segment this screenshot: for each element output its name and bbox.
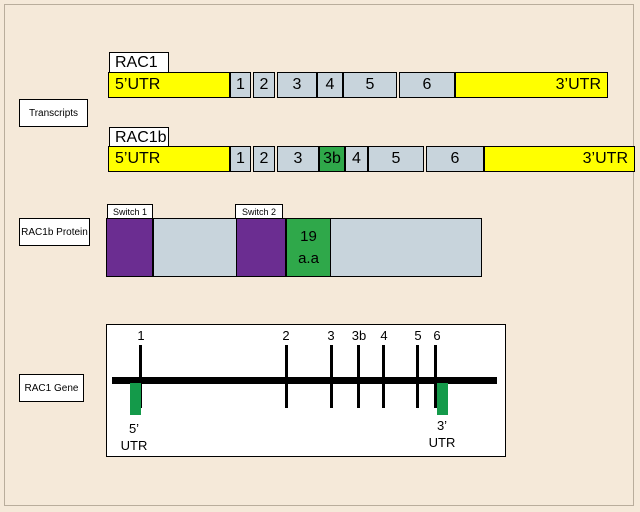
rac1b-exon: 4	[345, 146, 368, 172]
gene-exon-label: 3b	[351, 328, 367, 343]
gene-utr5-line1: 5’	[128, 421, 140, 436]
protein-region	[153, 218, 237, 277]
rac1-exon: 2	[253, 72, 275, 98]
gene-utr5-block	[130, 383, 141, 415]
rac1-title: RAC1	[109, 52, 169, 72]
gene-utr3-label: 3’ UTR	[422, 417, 462, 451]
diagram-frame	[4, 4, 634, 506]
exon-tick	[330, 345, 333, 408]
rac1b-exon: 3	[277, 146, 319, 172]
switch2-region	[236, 218, 286, 277]
switch1-region	[106, 218, 153, 277]
exon-tick	[382, 345, 385, 408]
rac1b-exon: 2	[253, 146, 275, 172]
rac1b-protein: 19 a.a	[106, 218, 482, 277]
insert-line1: 19	[300, 227, 317, 245]
gene-exon-label: 2	[282, 328, 290, 343]
rac1b-title: RAC1b	[109, 127, 169, 147]
gene-exon-label: 3	[327, 328, 335, 343]
gene-utr3-block	[437, 383, 448, 415]
gene-utr5-line2: UTR	[120, 438, 148, 453]
rac1b-utr5: 5’UTR	[108, 146, 230, 172]
rac1b-exon: 5	[368, 146, 424, 172]
gene-line	[112, 377, 497, 384]
gene-exon-label: 5	[414, 328, 422, 343]
rac1-transcript: 5’UTR 1 2 3 4 5 6 3’UTR	[108, 72, 608, 98]
protein-label: RAC1b Protein	[19, 218, 90, 246]
rac1-exon: 5	[343, 72, 397, 98]
gene-label: RAC1 Gene	[19, 374, 84, 402]
gene-utr5-label: 5’ UTR	[114, 420, 154, 454]
insert-line2: a.a	[298, 249, 319, 267]
gene-exon-label: 6	[433, 328, 441, 343]
gene-utr3-line1: 3’	[436, 418, 448, 433]
gene-utr3-line2: UTR	[428, 435, 456, 450]
rac1-exon: 4	[317, 72, 343, 98]
switch1-label: Switch 1	[107, 204, 153, 219]
rac1-exon: 3	[277, 72, 317, 98]
rac1b-transcript: 5’UTR 1 2 3 3b 4 5 6 3’UTR	[108, 146, 635, 172]
rac1-utr3: 3’UTR	[455, 72, 608, 98]
exon-tick	[139, 345, 142, 408]
rac1b-exon: 6	[426, 146, 484, 172]
transcripts-label: Transcripts	[19, 99, 88, 127]
protein-region	[330, 218, 482, 277]
insert-19aa: 19 a.a	[286, 218, 331, 277]
exon-tick	[416, 345, 419, 408]
gene-exon-label: 4	[380, 328, 388, 343]
gene-exon-label: 1	[137, 328, 145, 343]
rac1-utr5: 5’UTR	[108, 72, 230, 98]
rac1b-exon: 1	[230, 146, 251, 172]
rac1-exon: 1	[230, 72, 251, 98]
switch2-label: Switch 2	[235, 204, 283, 219]
exon-tick	[357, 345, 360, 408]
exon-tick	[434, 345, 437, 408]
exon-tick	[285, 345, 288, 408]
rac1b-exon-3b: 3b	[319, 146, 345, 172]
rac1-exon: 6	[399, 72, 455, 98]
rac1b-utr3: 3’UTR	[484, 146, 635, 172]
